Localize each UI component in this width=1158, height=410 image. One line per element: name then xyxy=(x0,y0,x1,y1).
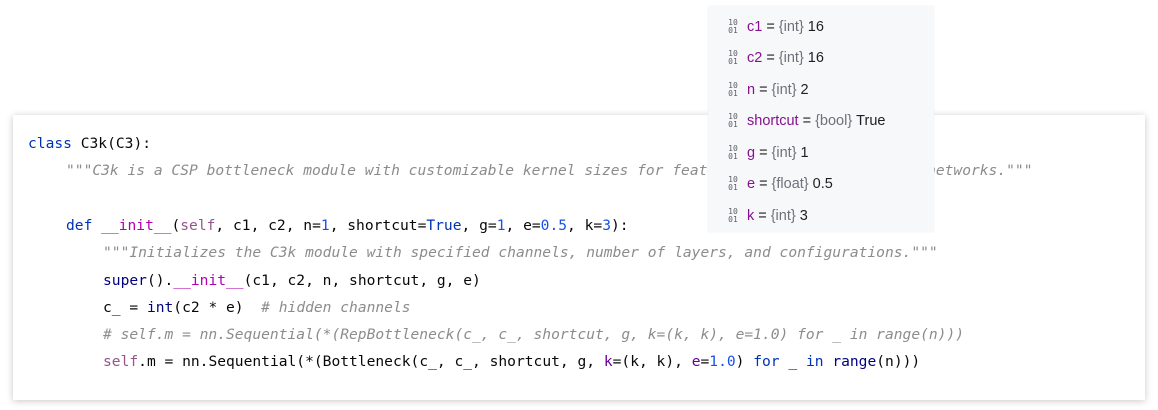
param-c1: c1 xyxy=(232,217,251,234)
variable-name: g xyxy=(747,145,756,161)
code-line-super-call[interactable]: super().__init__(c1, c2, n, shortcut, g,… xyxy=(103,272,481,289)
param-g-default: 1 xyxy=(496,217,506,234)
code-line-self-m[interactable]: self.m = nn.Sequential(*(Bottleneck(c_, … xyxy=(103,352,920,372)
variable-type: {int} xyxy=(771,145,797,161)
super-args: (c1, c2, n, shortcut, g, e) xyxy=(243,272,481,289)
variable-type: {int} xyxy=(770,208,796,224)
code-line-init-def[interactable]: def __init__(self, c1, c2, n=1, shortcut… xyxy=(66,217,629,234)
variable-value: 2 xyxy=(800,82,809,98)
variable-value: 1 xyxy=(800,145,809,161)
variable-value: 3 xyxy=(799,208,808,224)
variable-type: {bool} xyxy=(815,113,853,129)
class-base: C3 xyxy=(115,135,134,152)
variable-value: 0.5 xyxy=(812,176,833,192)
int-builtin: int xyxy=(146,299,174,316)
variable-name: n xyxy=(747,82,756,98)
variable-name: c1 xyxy=(747,19,763,35)
param-shortcut: shortcut xyxy=(347,217,418,234)
c-assign: c_ = xyxy=(103,299,147,316)
self-param: self xyxy=(180,217,216,234)
param-g: g xyxy=(479,217,488,234)
variable-equals: = xyxy=(758,208,767,224)
init-name: __init__ xyxy=(101,217,172,234)
param-n-default: 1 xyxy=(320,217,330,234)
class-name: C3k xyxy=(80,135,108,152)
code-line-hidden-channels[interactable]: c_ = int(c2 * e) # hidden channels xyxy=(103,298,411,318)
def-keyword: def xyxy=(66,217,93,234)
variable-type: {int} xyxy=(778,19,804,35)
variable-value: True xyxy=(856,113,886,129)
param-shortcut-default: True xyxy=(426,217,462,234)
super-init-name: __init__ xyxy=(173,272,244,289)
variable-type: {float} xyxy=(771,176,809,192)
param-c2: c2 xyxy=(268,217,286,234)
variable-equals: = xyxy=(759,145,768,161)
variable-equals: = xyxy=(766,50,775,66)
m-line-part2: =(k, k), xyxy=(612,353,692,370)
code-line-commented-out[interactable]: # self.m = nn.Sequential(*(RepBottleneck… xyxy=(103,326,965,343)
variable-equals: = xyxy=(766,19,775,35)
variable-name: c2 xyxy=(747,50,763,66)
variable-name: shortcut xyxy=(747,113,799,129)
kwarg-e: e xyxy=(691,353,701,370)
param-n: n xyxy=(303,217,313,234)
self-ref: self xyxy=(103,353,139,370)
m-line-part3: ) xyxy=(735,353,754,370)
variable-equals: = xyxy=(759,176,768,192)
variable-type: {int} xyxy=(771,82,797,98)
m-line-part5: (n))) xyxy=(876,353,921,370)
variable-value: 16 xyxy=(807,50,824,66)
variable-equals: = xyxy=(802,113,812,129)
variable-name: k xyxy=(747,208,755,224)
variable-value: 16 xyxy=(807,19,824,35)
super-builtin: super xyxy=(103,272,147,289)
in-keyword: in xyxy=(805,353,824,370)
kwarg-e-value: 1.0 xyxy=(709,353,736,370)
code-editor[interactable]: class C3k(C3): """C3k is a CSP bottlenec… xyxy=(13,115,1145,400)
int-args: (c2 * e) xyxy=(173,299,244,316)
code-line-init-docstring[interactable]: """Initializes the C3k module with speci… xyxy=(103,244,938,261)
m-line-part1: .m = nn.Sequential(*(Bottleneck(c_, c_, … xyxy=(138,353,604,370)
kwarg-k: k xyxy=(603,353,613,370)
variable-name: e xyxy=(747,176,756,192)
variable-equals: = xyxy=(759,82,768,98)
variable-type: {int} xyxy=(778,50,804,66)
param-e-default: 0.5 xyxy=(540,217,568,234)
code-line-class-def[interactable]: class C3k(C3): xyxy=(28,135,152,152)
m-line-eq: = xyxy=(700,353,710,370)
param-e: e xyxy=(523,217,532,234)
hidden-channels-comment: # hidden channels xyxy=(261,299,411,316)
range-builtin: range xyxy=(832,353,877,370)
class-keyword: class xyxy=(28,135,72,152)
m-line-part4: _ xyxy=(779,353,806,370)
for-keyword: for xyxy=(753,353,780,370)
param-k-default: 3 xyxy=(602,217,611,234)
param-k: k xyxy=(584,217,594,234)
